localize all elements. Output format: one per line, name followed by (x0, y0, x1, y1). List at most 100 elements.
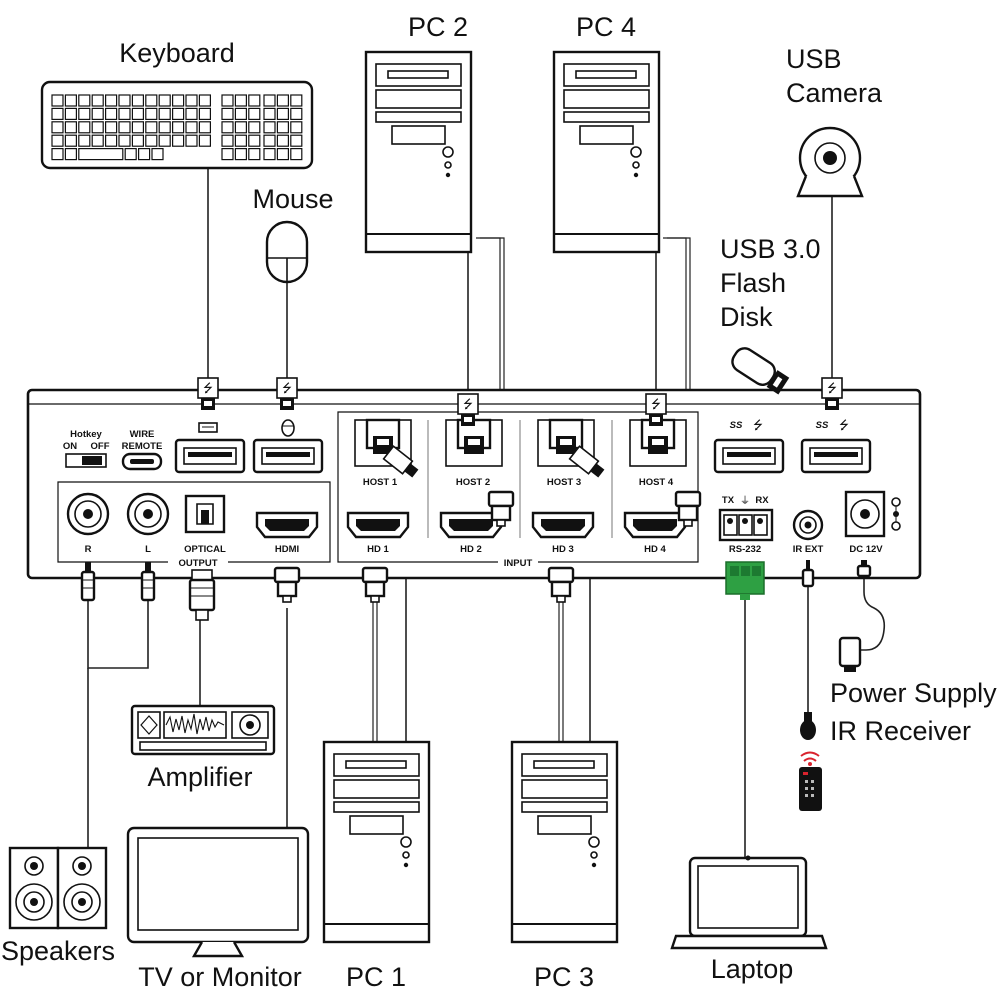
kvm-switch-panel: Hotkey ON OFF WIRE REMOTE HOST 1 (26, 388, 922, 580)
keyboard-key (104, 94, 118, 107)
rs232-green-plug (725, 561, 765, 600)
hotkey-switch[interactable] (65, 453, 107, 468)
pc2-label: PC 2 (408, 12, 468, 42)
hotkey-label: Hotkey (70, 429, 102, 440)
pc1-hdmi-plug (361, 566, 389, 604)
pc2-hdmi-plug (487, 490, 515, 528)
keyboard-key (158, 94, 171, 107)
hdmi-out-label: HDMI (275, 544, 299, 555)
keyboard-key (64, 107, 78, 121)
hdmi-out-port[interactable] (255, 511, 319, 539)
keyboard-key (158, 134, 171, 147)
keyboard-key (118, 121, 131, 134)
keyboard-key (172, 121, 185, 134)
keyboard-key (145, 94, 158, 107)
keyboard-key (276, 107, 289, 121)
optical-plug (188, 569, 216, 621)
pc2-usb-plug (457, 393, 479, 427)
audio-l-jack[interactable] (126, 492, 170, 536)
flash-disk-label-3: Disk (720, 302, 773, 332)
wire-remote-port[interactable] (121, 452, 163, 471)
keyboard-key (276, 148, 289, 161)
keyboard-usb-plug (197, 377, 219, 411)
keyboard-key (51, 148, 64, 161)
wire-remote-label-2: REMOTE (122, 441, 163, 452)
pc4-label: PC 4 (576, 12, 636, 42)
keyboard-key (138, 148, 151, 161)
keyboard-label: Keyboard (119, 38, 235, 68)
keyboard (40, 80, 314, 170)
host4-port[interactable] (628, 418, 688, 468)
keyboard-key (158, 121, 171, 134)
keyboard-key (248, 148, 261, 161)
keyboard-key (78, 148, 124, 161)
keyboard-key (91, 94, 104, 107)
mouse-usb-port[interactable] (252, 438, 324, 474)
keyboard-key (118, 134, 131, 147)
ground-icon: ⏚ (740, 495, 750, 507)
wire-remote-label-1: WIRE (130, 429, 155, 440)
keyboard-key (158, 107, 171, 121)
optical-port[interactable] (184, 494, 226, 534)
keyboard-key (91, 107, 104, 121)
pc2-tower (364, 50, 473, 254)
keyboard-key (221, 107, 234, 121)
tv-monitor (126, 826, 310, 958)
usb3-port-1[interactable] (713, 438, 785, 474)
power-supply-label: Power Supply (830, 678, 997, 708)
keyboard-port-icon (198, 422, 218, 433)
rca-l-plug (140, 562, 156, 602)
usb3-icon-1: ⭍ (753, 418, 763, 432)
keyboard-key (78, 134, 91, 147)
keyboard-key (172, 107, 185, 121)
usb3-icon-2: ⭍ (839, 418, 849, 432)
keyboard-key (248, 107, 261, 121)
ir-receiver-label: IR Receiver (830, 716, 971, 746)
pc1-tower (322, 740, 431, 944)
host4-label: HOST 4 (639, 477, 674, 488)
keyboard-usb-port[interactable] (174, 438, 246, 474)
hd1-port[interactable] (346, 511, 410, 539)
host2-port[interactable] (444, 418, 504, 468)
pc3-hdmi-plug (547, 566, 575, 604)
keyboard-keys (51, 94, 303, 161)
keyboard-key (145, 134, 158, 147)
rs232-label: RS-232 (729, 544, 761, 555)
keyboard-key (51, 134, 64, 147)
keyboard-key (290, 121, 303, 134)
pc3-label: PC 3 (534, 962, 594, 992)
keyboard-key (185, 94, 198, 107)
keyboard-key (221, 94, 234, 107)
ir-ext-jack[interactable] (792, 509, 824, 541)
hdmi-out-plug (273, 566, 301, 604)
pc3-usb-plug (568, 445, 605, 478)
laptop (670, 855, 828, 950)
remote-control (799, 767, 822, 811)
keyboard-key (64, 148, 78, 161)
hd4-label: HD 4 (644, 544, 666, 555)
keyboard-key (51, 121, 64, 134)
keyboard-key (51, 107, 64, 121)
laptop-label: Laptop (711, 954, 794, 984)
rs232-terminal[interactable] (718, 508, 774, 542)
output-label: OUTPUT (178, 558, 217, 569)
keyboard-key (263, 94, 276, 107)
audio-l-label: L (145, 544, 151, 555)
hd3-port[interactable] (531, 511, 595, 539)
keyboard-key (248, 94, 261, 107)
usb-camera-label-1: USB (786, 44, 842, 74)
pc1-label: PC 1 (346, 962, 406, 992)
dc-power-jack[interactable] (844, 490, 886, 538)
keyboard-key (185, 134, 198, 147)
tx-label: TX (722, 495, 735, 506)
keyboard-key (276, 121, 289, 134)
hd4-port[interactable] (623, 511, 687, 539)
audio-r-jack[interactable] (66, 492, 110, 536)
keyboard-key (198, 121, 211, 134)
input-label: INPUT (504, 558, 533, 569)
flash-disk-label-1: USB 3.0 (720, 234, 821, 264)
keyboard-key (234, 94, 247, 107)
keyboard-key (124, 148, 137, 161)
usb3-port-2[interactable] (800, 438, 872, 474)
